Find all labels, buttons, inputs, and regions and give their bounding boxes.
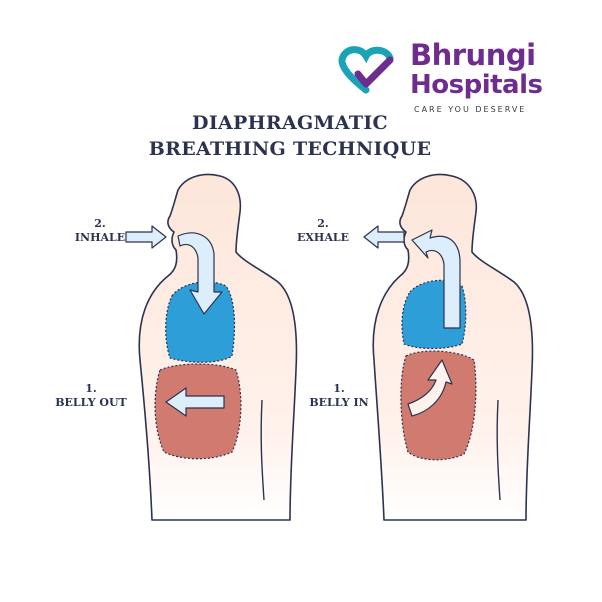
left-belly-arrow <box>165 387 225 417</box>
left-belly <box>154 363 242 460</box>
brand-tagline: CARE YOU DESERVE <box>414 105 527 114</box>
left-inhale-arrow <box>125 225 167 249</box>
left-airflow-arrow <box>177 232 223 315</box>
title-line-1: DIAPHRAGMATIC <box>192 112 388 134</box>
right-step2-text: EXHALE <box>297 231 349 244</box>
left-belly-label: 1. BELLY OUT <box>48 382 134 410</box>
right-step2-number: 2. <box>317 217 329 230</box>
right-belly <box>400 350 477 461</box>
right-belly-arrow <box>407 359 453 417</box>
right-step1-text: BELLY IN <box>309 396 369 409</box>
brand-name: Bhrungi <box>410 38 536 72</box>
left-step2-text: INHALE <box>74 231 126 244</box>
right-belly-label: 1. BELLY IN <box>300 382 378 410</box>
right-exhale-arrow <box>363 225 405 249</box>
right-exhale-label: 2. EXHALE <box>290 217 356 245</box>
title-line-2: BREATHING TECHNIQUE <box>148 138 432 160</box>
right-airflow-arrow <box>411 229 461 329</box>
brand-subname: Hospitals <box>410 70 543 100</box>
diagram-title: DIAPHRAGMATIC BREATHING TECHNIQUE <box>120 110 460 162</box>
left-step2-number: 2. <box>94 217 106 230</box>
right-step1-number: 1. <box>333 382 345 395</box>
left-step1-text: BELLY OUT <box>55 396 127 409</box>
right-body <box>372 173 534 521</box>
heart-check-icon <box>338 46 394 94</box>
left-inhale-label: 2. INHALE <box>70 217 130 245</box>
left-step1-number: 1. <box>85 382 97 395</box>
brand-logo: Bhrungi Hospitals CARE YOU DESERVE <box>334 38 574 120</box>
